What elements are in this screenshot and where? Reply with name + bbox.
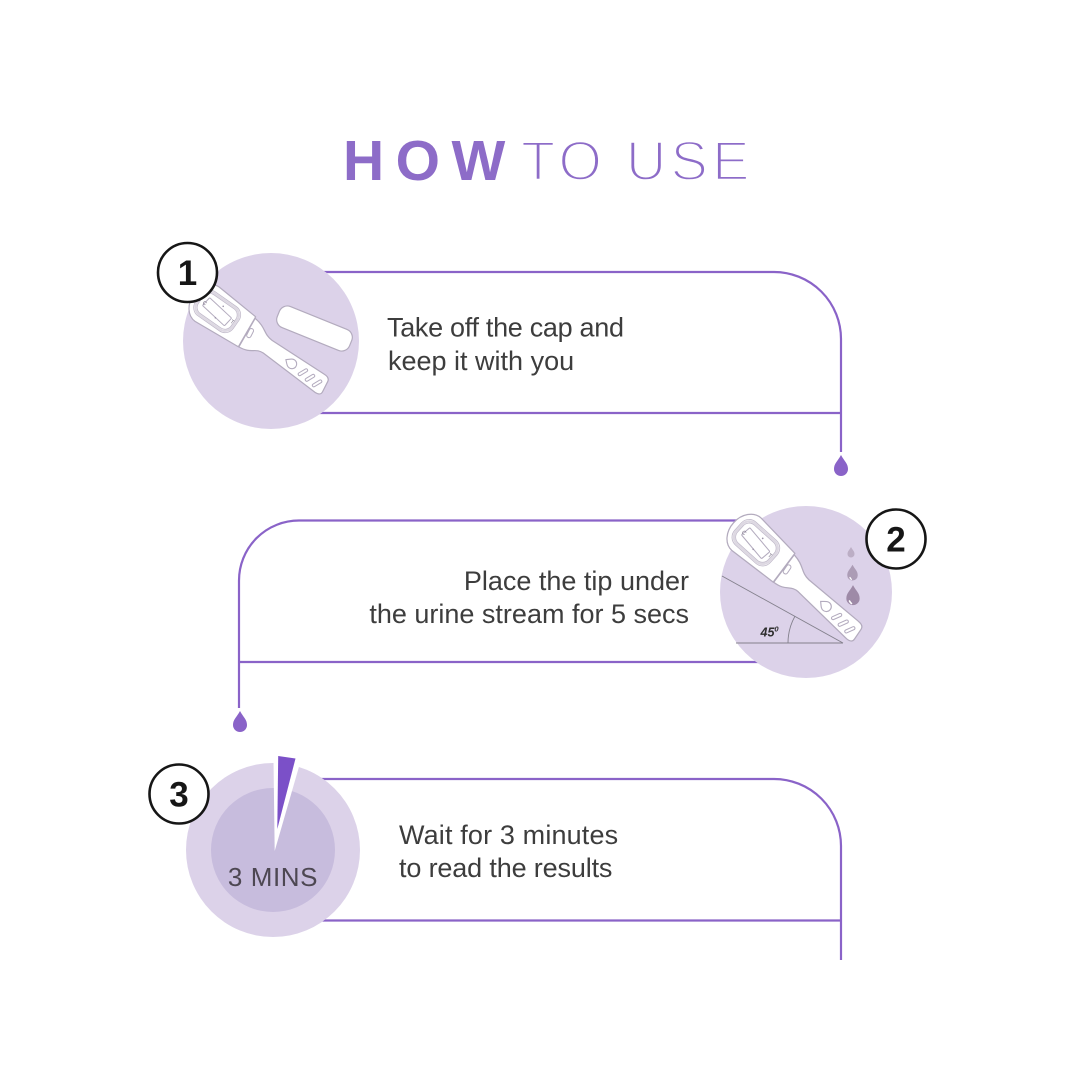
svg-text:TO USE: TO USE xyxy=(521,129,754,192)
svg-text:Wait for 3 minutes: Wait for 3 minutes xyxy=(399,820,618,850)
svg-text:3 MINS: 3 MINS xyxy=(228,862,318,892)
svg-text:2: 2 xyxy=(886,521,905,560)
svg-text:Take off the cap and: Take off the cap and xyxy=(387,313,624,343)
svg-text:1: 1 xyxy=(178,254,197,293)
svg-text:keep it with you: keep it with you xyxy=(388,346,574,376)
svg-text:the urine stream for 5 secs: the urine stream for 5 secs xyxy=(369,599,689,629)
svg-text:to read the results: to read the results xyxy=(399,853,612,883)
svg-text:HOW: HOW xyxy=(343,129,517,193)
svg-text:3: 3 xyxy=(169,776,188,815)
svg-text:Place the tip under: Place the tip under xyxy=(464,566,689,596)
